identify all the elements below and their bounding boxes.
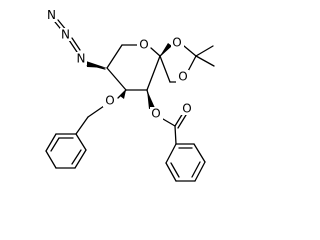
wedge-spiro-bond	[160, 43, 172, 56]
bond-ch2-ipso	[75, 116, 89, 135]
bond-oester-carbonyl	[162, 118, 176, 127]
bond-carbonyl-double-b	[177, 114, 187, 129]
bond-bn-ring-1	[75, 133, 87, 151]
bond-cq-methyl-1	[195, 45, 214, 57]
wedge-benzoyloxy-bond	[147, 90, 155, 109]
atom-label-carbonyl-oxygen: O	[182, 102, 191, 116]
bond-bn-ring-inner-2	[50, 137, 60, 152]
bond-n2-n3-double-b	[71, 37, 81, 51]
bond-o1-cq	[183, 45, 197, 57]
bond-bn-ring-2	[74, 149, 87, 169]
atom-label-dioxolane-oxygen-2: O	[178, 70, 187, 84]
bond-bz-ring-inner-3	[170, 162, 180, 178]
bond-bz-ring-5	[165, 162, 177, 182]
atom-label-ring-oxygen: O	[139, 38, 148, 52]
bond-obn-ch2	[87, 105, 105, 118]
bond-bz-ring-6	[165, 143, 177, 164]
atom-label-benzyl-ether-oxygen: O	[105, 94, 114, 108]
bond-carbonyl-ipso	[174, 125, 177, 145]
wedge-azide-bond	[86, 61, 107, 68]
atom-label-azide-n3: N	[77, 52, 86, 66]
wedge-benzyloxy-bond	[120, 90, 126, 99]
bond-bz-ring-inner-2	[191, 161, 201, 178]
bond-bz-ring-2	[193, 143, 206, 163]
atom-label-ester-oxygen: O	[151, 107, 160, 121]
bond-bz-ring-3	[194, 161, 206, 182]
bond-bn-ring-4	[45, 150, 57, 169]
bond-n2-n3-double-a	[68, 39, 78, 53]
bond-cq-methyl-2	[195, 55, 215, 67]
bond-ch2-spiro	[159, 55, 171, 83]
stereo-wedges	[86, 43, 172, 109]
bond-bn-ring-5	[45, 133, 57, 152]
bonds	[45, 19, 215, 182]
chemical-structure: N N N O O O O O O	[45, 8, 215, 182]
bond-spiro-c3	[146, 55, 161, 91]
bond-ringo-spiro	[150, 47, 161, 57]
atom-label-azide-n1: N	[47, 8, 56, 22]
atom-labels: N N N O O O O O O	[46, 8, 194, 121]
bond-carbonyl-double-a	[174, 112, 184, 127]
atom-label-dioxolane-oxygen-1: O	[172, 36, 181, 50]
bond-c4-c5	[106, 67, 127, 91]
atom-label-azide-n2: N	[61, 28, 70, 42]
bond-c5-c6	[106, 44, 123, 69]
bond-bn-ring-inner-1	[71, 149, 82, 165]
